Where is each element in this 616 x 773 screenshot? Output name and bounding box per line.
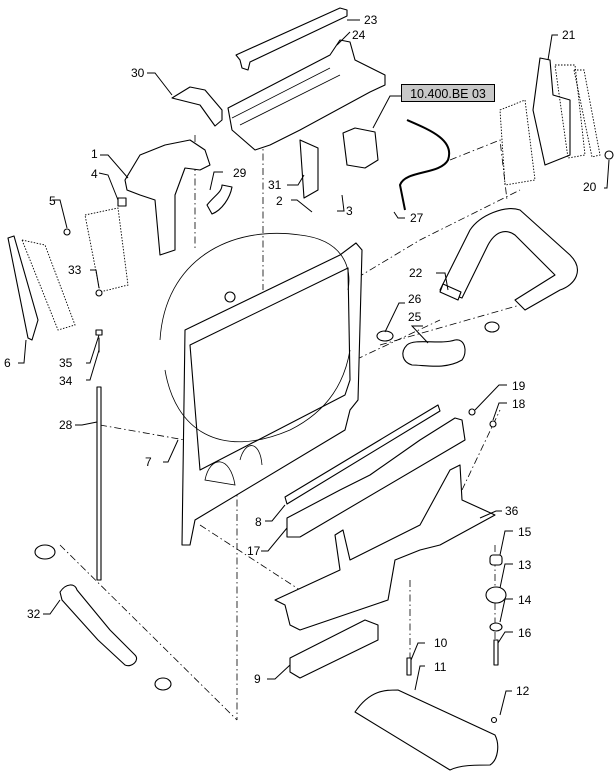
reference-link-box[interactable]: 10.400.BE 03 <box>401 84 495 102</box>
callout-26[interactable]: 26 <box>408 292 422 306</box>
part-29-elbow[interactable] <box>206 184 233 215</box>
part-21-gasket <box>554 64 586 159</box>
part-15-spacer[interactable] <box>489 554 503 566</box>
callout-16[interactable]: 16 <box>518 626 532 640</box>
callout-1[interactable]: 1 <box>91 147 98 161</box>
part-7-fan-shroud[interactable] <box>159 233 363 546</box>
callout-21[interactable]: 21 <box>562 28 576 42</box>
part-30-cover[interactable] <box>171 86 223 127</box>
callout-11[interactable]: 11 <box>434 660 447 674</box>
callout-19[interactable]: 19 <box>512 379 526 393</box>
callout-17[interactable]: 17 <box>247 544 261 558</box>
part-28-rod[interactable] <box>96 386 102 581</box>
callout-24[interactable]: 24 <box>352 28 366 42</box>
part-12-screw[interactable] <box>490 716 498 724</box>
hose-clamp[interactable] <box>484 321 500 333</box>
part-20-washer[interactable] <box>604 150 614 160</box>
callout-14[interactable]: 14 <box>518 593 532 607</box>
part-36-mounting-plate[interactable] <box>274 464 496 631</box>
expansion-tank[interactable] <box>342 127 379 169</box>
callout-29[interactable]: 29 <box>233 166 247 180</box>
part-10-bolt[interactable] <box>406 657 412 676</box>
part-25-hose[interactable] <box>402 339 466 367</box>
part-4-spacer[interactable] <box>117 197 127 207</box>
hose-clamp-upper[interactable] <box>34 544 56 560</box>
part-21-bracket[interactable] <box>532 57 571 166</box>
part-26-clamp[interactable] <box>376 330 394 342</box>
part-6-seal-strip[interactable] <box>7 235 39 341</box>
part-9-foam-block[interactable] <box>289 619 379 679</box>
part-32-lower-hose[interactable] <box>59 584 138 667</box>
part-22-upper-hose[interactable] <box>439 208 578 311</box>
part-17-foam[interactable] <box>286 417 466 538</box>
part-8-seal[interactable] <box>284 404 441 505</box>
part-14-washer[interactable] <box>489 622 503 632</box>
callout-4[interactable]: 4 <box>91 167 98 181</box>
part-31-plate[interactable] <box>299 139 319 199</box>
callout-2[interactable]: 2 <box>276 194 283 208</box>
part-18-washer[interactable] <box>489 420 497 428</box>
callout-33[interactable]: 33 <box>68 263 82 277</box>
callout-28[interactable]: 28 <box>59 418 73 432</box>
part-24-top-shroud[interactable] <box>227 39 386 151</box>
part-1-bracket[interactable] <box>124 139 211 256</box>
leader-lines <box>18 19 610 716</box>
callout-18[interactable]: 18 <box>512 397 526 411</box>
callout-32[interactable]: 32 <box>27 607 41 621</box>
callout-12[interactable]: 12 <box>516 684 530 698</box>
callout-labels: 23 24 30 1 4 5 29 31 2 3 27 21 20 6 33 3… <box>4 13 597 698</box>
part-5-bolt[interactable] <box>63 228 71 236</box>
part-16-bolt[interactable] <box>493 639 499 666</box>
callout-20[interactable]: 20 <box>583 180 597 194</box>
callout-25[interactable]: 25 <box>408 310 422 324</box>
part-13-isolator[interactable] <box>485 586 507 604</box>
callout-23[interactable]: 23 <box>364 13 378 27</box>
callout-10[interactable]: 10 <box>434 636 448 650</box>
part-19-bolt[interactable] <box>468 408 476 416</box>
callout-22[interactable]: 22 <box>409 266 423 280</box>
callout-34[interactable]: 34 <box>59 374 73 388</box>
hose-clamp-lower[interactable] <box>154 677 172 691</box>
callout-36[interactable]: 36 <box>505 504 519 518</box>
callout-35[interactable]: 35 <box>59 356 73 370</box>
part-27-cable[interactable] <box>398 119 451 211</box>
callout-31[interactable]: 31 <box>268 178 282 192</box>
part-11-lower-shield[interactable] <box>354 689 499 771</box>
callout-30[interactable]: 30 <box>131 66 145 80</box>
callout-7[interactable]: 7 <box>145 455 152 469</box>
callout-3[interactable]: 3 <box>346 204 353 218</box>
callout-6[interactable]: 6 <box>4 356 11 370</box>
callout-15[interactable]: 15 <box>518 525 532 539</box>
callout-13[interactable]: 13 <box>518 558 532 572</box>
callout-5[interactable]: 5 <box>49 194 56 208</box>
part-23-bracket[interactable] <box>235 7 348 71</box>
callout-8[interactable]: 8 <box>255 515 262 529</box>
callout-27[interactable]: 27 <box>410 211 424 225</box>
callout-9[interactable]: 9 <box>254 672 261 686</box>
part-33-nut[interactable] <box>95 289 103 297</box>
part-35-washer[interactable] <box>95 329 103 336</box>
